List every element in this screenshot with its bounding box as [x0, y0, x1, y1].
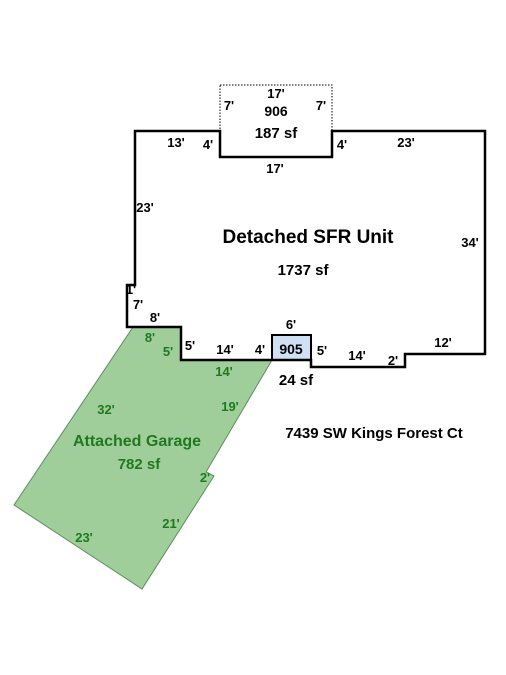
- dim-top-right-seg: 23': [397, 135, 415, 150]
- dim-top-left-seg: 13': [167, 135, 185, 150]
- small-area-shape: [271, 334, 312, 361]
- dim-bottom-right-2: 2': [388, 353, 398, 368]
- dim-right-wall: 34': [461, 235, 479, 250]
- dim-bottom-14: 14': [216, 342, 234, 357]
- dim-left-lower: 7': [133, 297, 143, 312]
- garage-dim-right-21: 21': [162, 516, 180, 531]
- garage-dim-left-32: 32': [97, 402, 115, 417]
- dim-bottom-left-8: 8': [150, 310, 160, 325]
- garage-dim-top-8: 8': [145, 330, 155, 345]
- garage-dim-bottom-23: 23': [75, 530, 93, 545]
- garage-area: 782 sf: [118, 456, 162, 473]
- house-area: 1737 sf: [278, 262, 330, 279]
- small-area-size: 24 sf: [279, 372, 314, 389]
- dim-left-wall: 23': [136, 200, 154, 215]
- dim-bottom-right-12: 12': [434, 335, 452, 350]
- dim-inner-5: 5': [185, 338, 195, 353]
- garage-dim-top-14: 14': [215, 364, 233, 379]
- property-address: 7439 SW Kings Forest Ct: [285, 425, 463, 442]
- garage-dim-jog-2: 2': [200, 470, 210, 485]
- garage-dim-side-5: 5': [163, 344, 173, 359]
- small-area-label: 905: [279, 341, 303, 357]
- house-outline: [125, 129, 487, 369]
- dim-step-left: 4': [203, 137, 213, 152]
- dim-step-right: 4': [337, 137, 347, 152]
- upper-area-size: 187 sf: [255, 125, 299, 142]
- garage-title: Attached Garage: [73, 433, 201, 450]
- dim-bottom-right-14: 14': [348, 348, 366, 363]
- dim-upper-left: 7': [224, 98, 234, 113]
- dim-notch-top: 6': [286, 317, 296, 332]
- garage-dim-right-19: 19': [221, 399, 239, 414]
- dim-upper-top: 17': [267, 86, 285, 101]
- dim-upper-bottom: 17': [266, 161, 284, 176]
- upper-area-label: 906: [264, 103, 288, 119]
- dim-upper-right: 7': [316, 98, 326, 113]
- dim-notch-4: 4': [255, 342, 265, 357]
- dim-left-jog: 1': [126, 282, 136, 297]
- dim-notch-right: 5': [317, 343, 327, 358]
- house-title: Detached SFR Unit: [222, 227, 394, 248]
